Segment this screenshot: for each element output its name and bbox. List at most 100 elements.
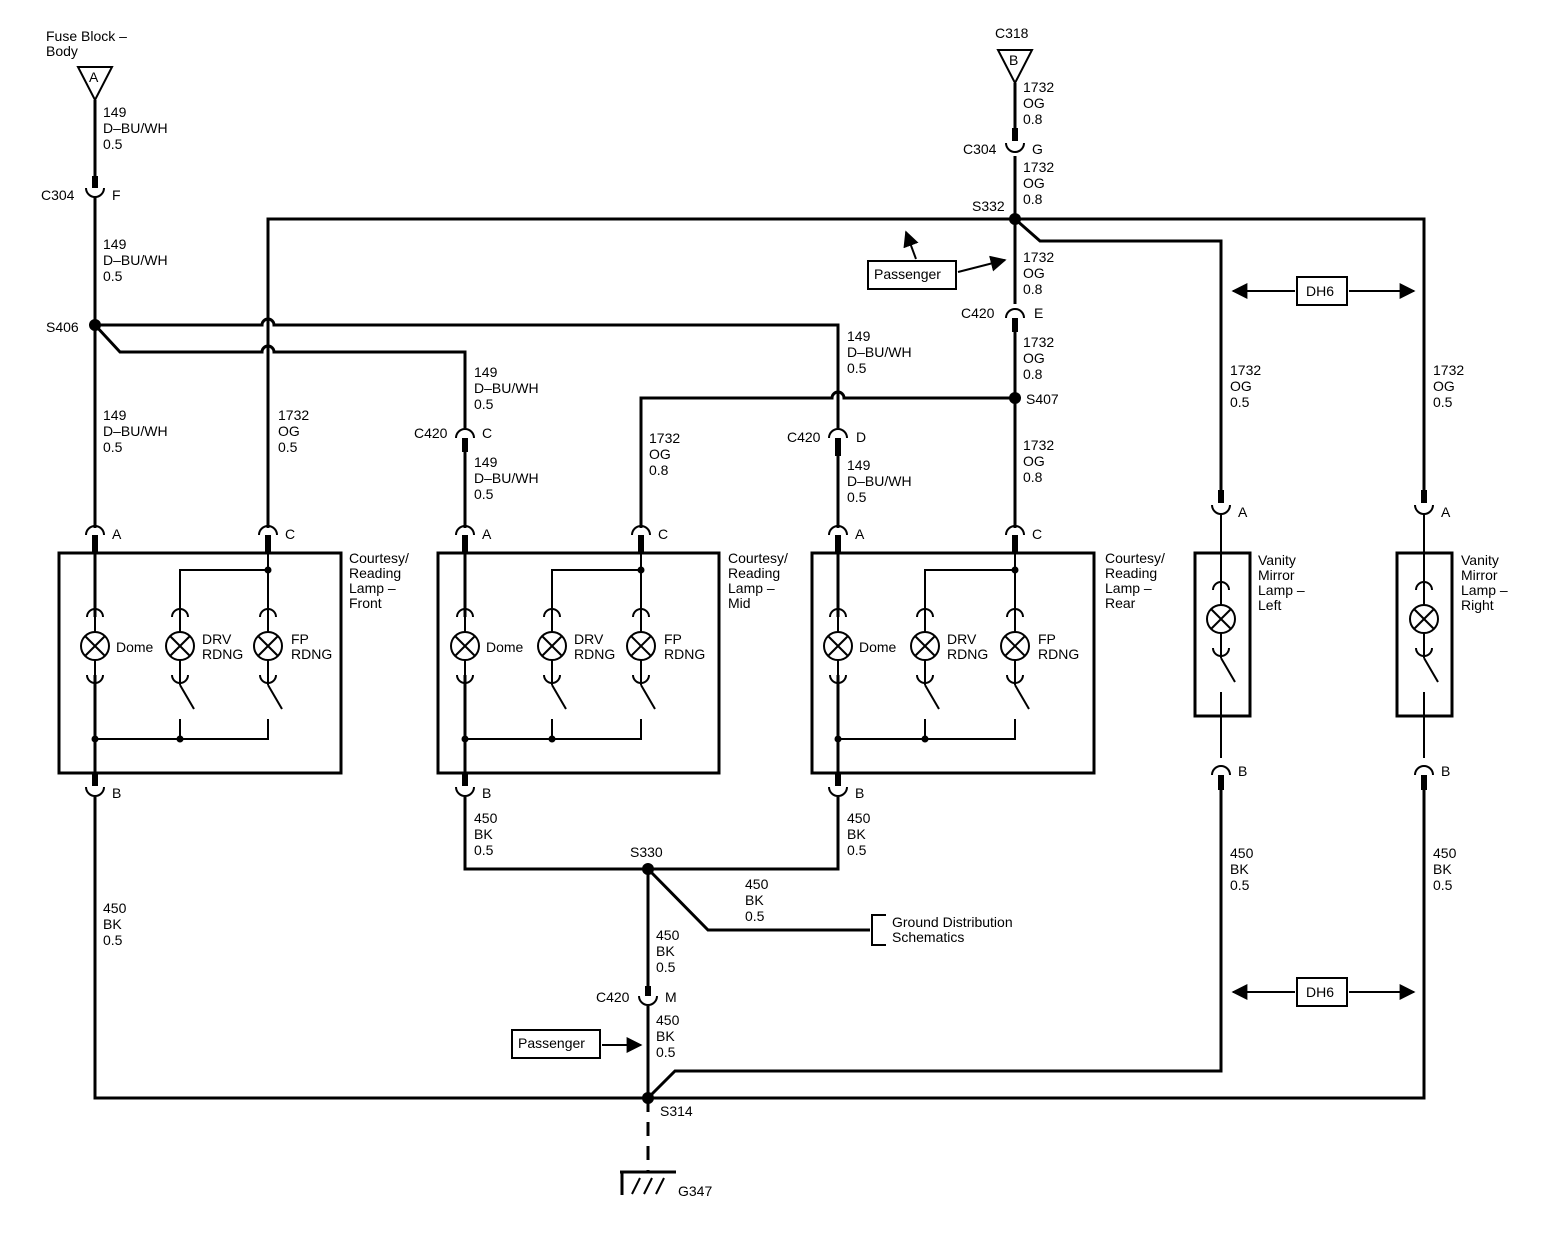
rear-pin-c-label: C bbox=[1032, 526, 1042, 542]
svg-text:Rear: Rear bbox=[1105, 595, 1136, 611]
svg-text:0.5: 0.5 bbox=[656, 959, 676, 975]
vanity-left-pin-a-label: A bbox=[1238, 504, 1248, 520]
splice-s332-dot bbox=[1009, 213, 1021, 225]
svg-text:Reading: Reading bbox=[1105, 565, 1157, 581]
passenger-ref-top: Passenger bbox=[867, 230, 1007, 290]
front-pin-c-label: C bbox=[285, 526, 295, 542]
c420-e-name: C420 bbox=[961, 305, 995, 321]
svg-text:Lamp –: Lamp – bbox=[1105, 580, 1152, 596]
rear-fp-label-1: FP bbox=[1038, 631, 1056, 647]
mid-pin-c: C bbox=[631, 525, 668, 553]
wire-450-vanity-left: 450 BK 0.5 bbox=[1230, 845, 1254, 893]
dh6-label-top: DH6 bbox=[1306, 283, 1334, 299]
front-lamp-label: Courtesy/ Reading Lamp – Front bbox=[349, 550, 409, 611]
vanity-left-pin-b-label: B bbox=[1238, 763, 1247, 779]
wires bbox=[93, 83, 1426, 1172]
svg-text:0.8: 0.8 bbox=[1023, 111, 1043, 127]
wire-1732-vanity-right: 1732 OG 0.5 bbox=[1433, 362, 1464, 410]
mid-drv-switch-icon bbox=[551, 675, 567, 727]
svg-text:0.5: 0.5 bbox=[847, 360, 867, 376]
wire-149-rear-up: 149 D–BU/WH 0.5 bbox=[847, 328, 912, 376]
svg-text:OG: OG bbox=[1230, 378, 1252, 394]
svg-text:0.5: 0.5 bbox=[1433, 394, 1453, 410]
ground-label: G347 bbox=[678, 1183, 712, 1199]
rear-fp-bulb-icon bbox=[1000, 608, 1030, 684]
front-fp-switch-icon bbox=[267, 675, 283, 727]
rear-pin-b-label: B bbox=[855, 785, 864, 801]
c318-title: C318 bbox=[995, 25, 1029, 41]
rear-dome-bulb-icon bbox=[823, 608, 853, 684]
vanity-right-pin-b: B bbox=[1414, 716, 1450, 790]
c420-m-pin: M bbox=[665, 989, 677, 1005]
svg-text:450: 450 bbox=[1433, 845, 1457, 861]
svg-text:Courtesy/: Courtesy/ bbox=[349, 550, 409, 566]
mid-lamp-label: Courtesy/ Reading Lamp – Mid bbox=[728, 550, 788, 611]
svg-text:D–BU/WH: D–BU/WH bbox=[474, 470, 539, 486]
rear-pin-a-label: A bbox=[855, 526, 865, 542]
svg-text:0.5: 0.5 bbox=[103, 439, 123, 455]
svg-text:BK: BK bbox=[474, 826, 493, 842]
front-drv-label-1: DRV bbox=[202, 631, 232, 647]
svg-text:D–BU/WH: D–BU/WH bbox=[847, 473, 912, 489]
c420-c-name: C420 bbox=[414, 425, 448, 441]
svg-text:450: 450 bbox=[103, 900, 127, 916]
wire-149-midlamp-down: 149 D–BU/WH 0.5 bbox=[474, 454, 539, 502]
svg-text:0.5: 0.5 bbox=[745, 908, 765, 924]
front-dome-bulb-icon bbox=[80, 608, 110, 684]
svg-text:0.8: 0.8 bbox=[649, 462, 669, 478]
splice-s330-dot bbox=[642, 863, 654, 875]
svg-text:149: 149 bbox=[474, 454, 498, 470]
svg-text:Mirror: Mirror bbox=[1461, 567, 1498, 583]
dh6-ref-top: DH6 bbox=[1231, 276, 1416, 306]
inline-connectors bbox=[85, 128, 1025, 1006]
svg-text:OG: OG bbox=[1433, 378, 1455, 394]
mid-fp-label-2: RDNG bbox=[664, 646, 705, 662]
svg-text:0.5: 0.5 bbox=[278, 439, 298, 455]
c318-source: C318 B bbox=[995, 25, 1034, 86]
mid-pin-b: B bbox=[455, 773, 491, 801]
svg-text:149: 149 bbox=[103, 236, 127, 252]
vanity-left-pin-b: B bbox=[1211, 716, 1247, 790]
s406-label: S406 bbox=[46, 319, 79, 335]
front-drv-switch-icon bbox=[179, 675, 195, 727]
splice-s314-dot bbox=[642, 1092, 654, 1104]
svg-text:149: 149 bbox=[103, 407, 127, 423]
wire-450-ground-dist: 450 BK 0.5 bbox=[745, 876, 769, 924]
svg-text:BK: BK bbox=[656, 1028, 675, 1044]
rear-drv-bulb-icon bbox=[910, 608, 940, 684]
dh6-label-bottom: DH6 bbox=[1306, 984, 1334, 1000]
ground-distribution-ref: Ground Distribution Schematics bbox=[871, 914, 1013, 946]
svg-text:Lamp –: Lamp – bbox=[1461, 582, 1508, 598]
svg-text:0.5: 0.5 bbox=[1230, 877, 1250, 893]
svg-text:Lamp –: Lamp – bbox=[1258, 582, 1305, 598]
wire-1732-vanity-left: 1732 OG 0.5 bbox=[1230, 362, 1261, 410]
c420-e-pin: E bbox=[1034, 305, 1043, 321]
c318-letter: B bbox=[1009, 52, 1018, 68]
svg-text:450: 450 bbox=[656, 1012, 680, 1028]
wire-149-mid: 149 D–BU/WH 0.5 bbox=[103, 236, 168, 284]
fuse-block-letter: A bbox=[89, 69, 99, 85]
svg-text:0.5: 0.5 bbox=[847, 489, 867, 505]
svg-text:OG: OG bbox=[1023, 95, 1045, 111]
svg-text:Front: Front bbox=[349, 595, 382, 611]
svg-text:0.8: 0.8 bbox=[1023, 366, 1043, 382]
svg-text:0.5: 0.5 bbox=[474, 396, 494, 412]
wire-450-rear: 450 BK 0.5 bbox=[847, 810, 871, 858]
svg-text:D–BU/WH: D–BU/WH bbox=[103, 120, 168, 136]
c420-c-pin: C bbox=[482, 425, 492, 441]
rear-fp-switch-icon bbox=[1014, 675, 1030, 727]
svg-text:450: 450 bbox=[656, 927, 680, 943]
rear-drv-label-1: DRV bbox=[947, 631, 977, 647]
svg-text:1732: 1732 bbox=[649, 430, 680, 446]
svg-text:1732: 1732 bbox=[1230, 362, 1261, 378]
wire-1732-rear: 1732 OG 0.8 bbox=[1023, 437, 1054, 485]
splice-s406-dot bbox=[89, 319, 101, 331]
wire-149-top: 149 D–BU/WH 0.5 bbox=[103, 104, 168, 152]
svg-text:OG: OG bbox=[649, 446, 671, 462]
svg-text:1732: 1732 bbox=[1023, 159, 1054, 175]
rear-drv-label-2: RDNG bbox=[947, 646, 988, 662]
svg-text:450: 450 bbox=[847, 810, 871, 826]
s332-label: S332 bbox=[972, 198, 1005, 214]
mid-dome-label: Dome bbox=[486, 639, 524, 655]
